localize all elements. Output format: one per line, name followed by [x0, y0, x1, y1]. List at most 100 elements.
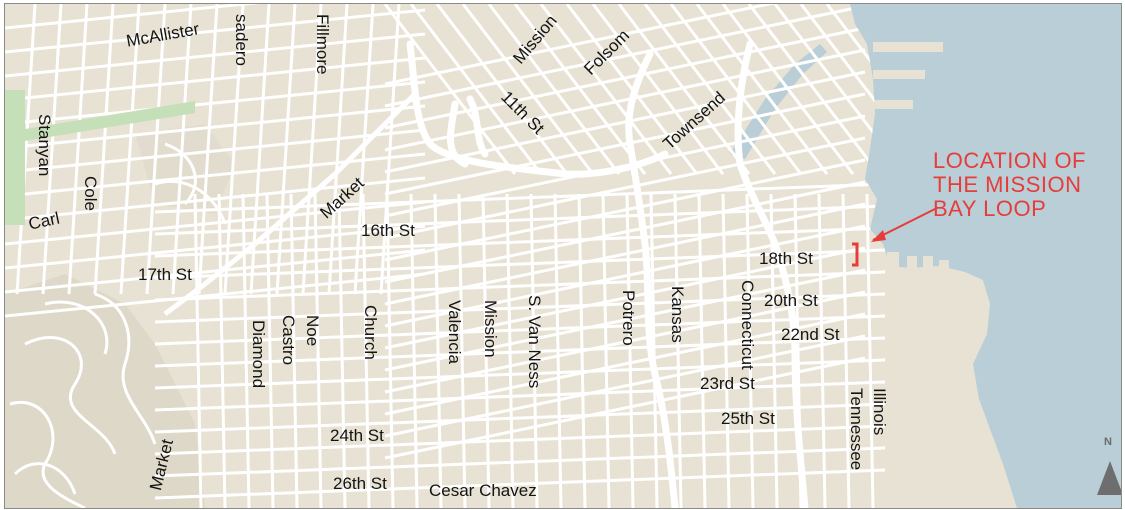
street-label-26th: 26th St	[333, 474, 387, 493]
street-segment	[384, 92, 866, 196]
street-label-mission-south: Mission	[481, 300, 500, 358]
street-label-cesar-chavez: Cesar Chavez	[429, 481, 537, 500]
street-segment	[435, 4, 569, 175]
street-segment	[384, 290, 866, 394]
street-segment	[361, 193, 371, 508]
golden-gate-park-panhandle	[5, 90, 195, 225]
street-segment	[145, 4, 167, 295]
street-segment	[353, 4, 375, 295]
street-segment	[384, 158, 866, 262]
street-segment	[154, 248, 886, 280]
market-street	[163, 92, 417, 316]
street-segment	[5, 248, 426, 294]
street-label-fillmore: Fillmore	[313, 14, 332, 75]
street-label-divisadero: sadero	[232, 14, 251, 66]
street-segment	[154, 314, 886, 346]
street-segment	[154, 226, 886, 258]
street-segment	[384, 136, 866, 240]
street-segment	[154, 358, 886, 390]
street-segment	[865, 193, 875, 508]
street-segment	[119, 4, 141, 295]
street-label-18th: 18th St	[759, 249, 813, 268]
mission-bay-loop-callout: LOCATION OF THE MISSION BAY LOOP	[933, 149, 1086, 221]
freeways	[406, 40, 809, 508]
street-segment	[193, 193, 203, 508]
street-segment	[241, 193, 251, 508]
north-arrow-icon: N	[1095, 436, 1121, 498]
street-segment	[601, 193, 611, 508]
street-segment	[67, 4, 89, 295]
street-segment	[5, 152, 426, 198]
street-segment	[745, 193, 755, 508]
street-segment	[384, 224, 866, 328]
map-graphics	[5, 4, 1121, 508]
street-segment	[313, 193, 323, 508]
street-segment	[5, 176, 426, 222]
street-segment	[171, 4, 193, 295]
street-grid-northwest	[5, 4, 426, 318]
street-segment	[154, 424, 886, 456]
street-segment	[154, 182, 886, 214]
street-segment	[384, 48, 866, 152]
street-grid-mission	[154, 182, 886, 508]
callout-line-3: BAY LOOP	[933, 196, 1047, 221]
street-label-24th: 24th St	[330, 426, 384, 445]
street-segment	[481, 193, 491, 508]
street-segment	[93, 4, 115, 295]
street-segment	[384, 356, 866, 460]
callout-line-1: LOCATION OF	[933, 148, 1086, 173]
street-segment	[384, 4, 866, 86]
piers	[873, 42, 949, 282]
street-segment	[383, 4, 517, 175]
street-segment	[5, 4, 426, 30]
street-segment	[301, 4, 323, 295]
street-segment	[5, 8, 426, 54]
street-label-castro: Castro	[279, 315, 298, 366]
street-segment	[669, 4, 803, 175]
street-segment	[275, 4, 297, 295]
street-label-16th: 16th St	[361, 221, 415, 240]
street-segment	[5, 104, 426, 150]
street-segment	[5, 80, 426, 126]
street-segment	[643, 4, 777, 175]
mission-bay-loop-marker	[852, 242, 859, 267]
street-segment	[695, 4, 829, 175]
street-segment	[461, 4, 595, 175]
hill-streets	[9, 142, 227, 508]
street-segment	[154, 402, 886, 434]
street-segment	[384, 180, 866, 284]
street-segment	[5, 32, 426, 78]
street-segment	[457, 193, 467, 508]
street-label-connecticut: Connecticut	[738, 280, 757, 370]
street-segment	[15, 4, 37, 295]
street-segment	[625, 193, 635, 508]
street-label-23rd: 23rd St	[700, 374, 755, 393]
street-label-tennessee: Tennessee	[847, 388, 866, 471]
north-arrow-shape	[1097, 461, 1121, 495]
street-label-illinois: Illinois	[870, 388, 889, 436]
street-segment	[337, 193, 347, 508]
hill-shading	[5, 274, 205, 508]
street-segment	[154, 292, 886, 324]
street-segment	[487, 4, 621, 175]
street-label-25th: 25th St	[721, 409, 775, 428]
street-label-22nd: 22nd St	[781, 325, 840, 344]
street-segment	[154, 336, 886, 368]
street-segment	[747, 4, 881, 175]
street-segment	[197, 4, 219, 295]
street-segment	[384, 334, 866, 438]
street-segment	[217, 193, 227, 508]
map-canvas[interactable]: McAllister sadero Fillmore Mission Folso…	[4, 3, 1122, 509]
street-label-noe: Noe	[303, 315, 322, 347]
street-segment	[154, 468, 886, 500]
street-segment	[327, 4, 349, 295]
street-segment	[265, 193, 275, 508]
street-label-potrero: Potrero	[619, 290, 638, 346]
street-label-17th: 17th St	[138, 265, 192, 284]
street-segment	[817, 193, 827, 508]
street-label-church: Church	[361, 305, 380, 360]
street-segment	[384, 4, 866, 108]
street-label-stanyan: Stanyan	[35, 114, 54, 177]
street-segment	[5, 272, 426, 318]
street-segment	[154, 380, 886, 412]
